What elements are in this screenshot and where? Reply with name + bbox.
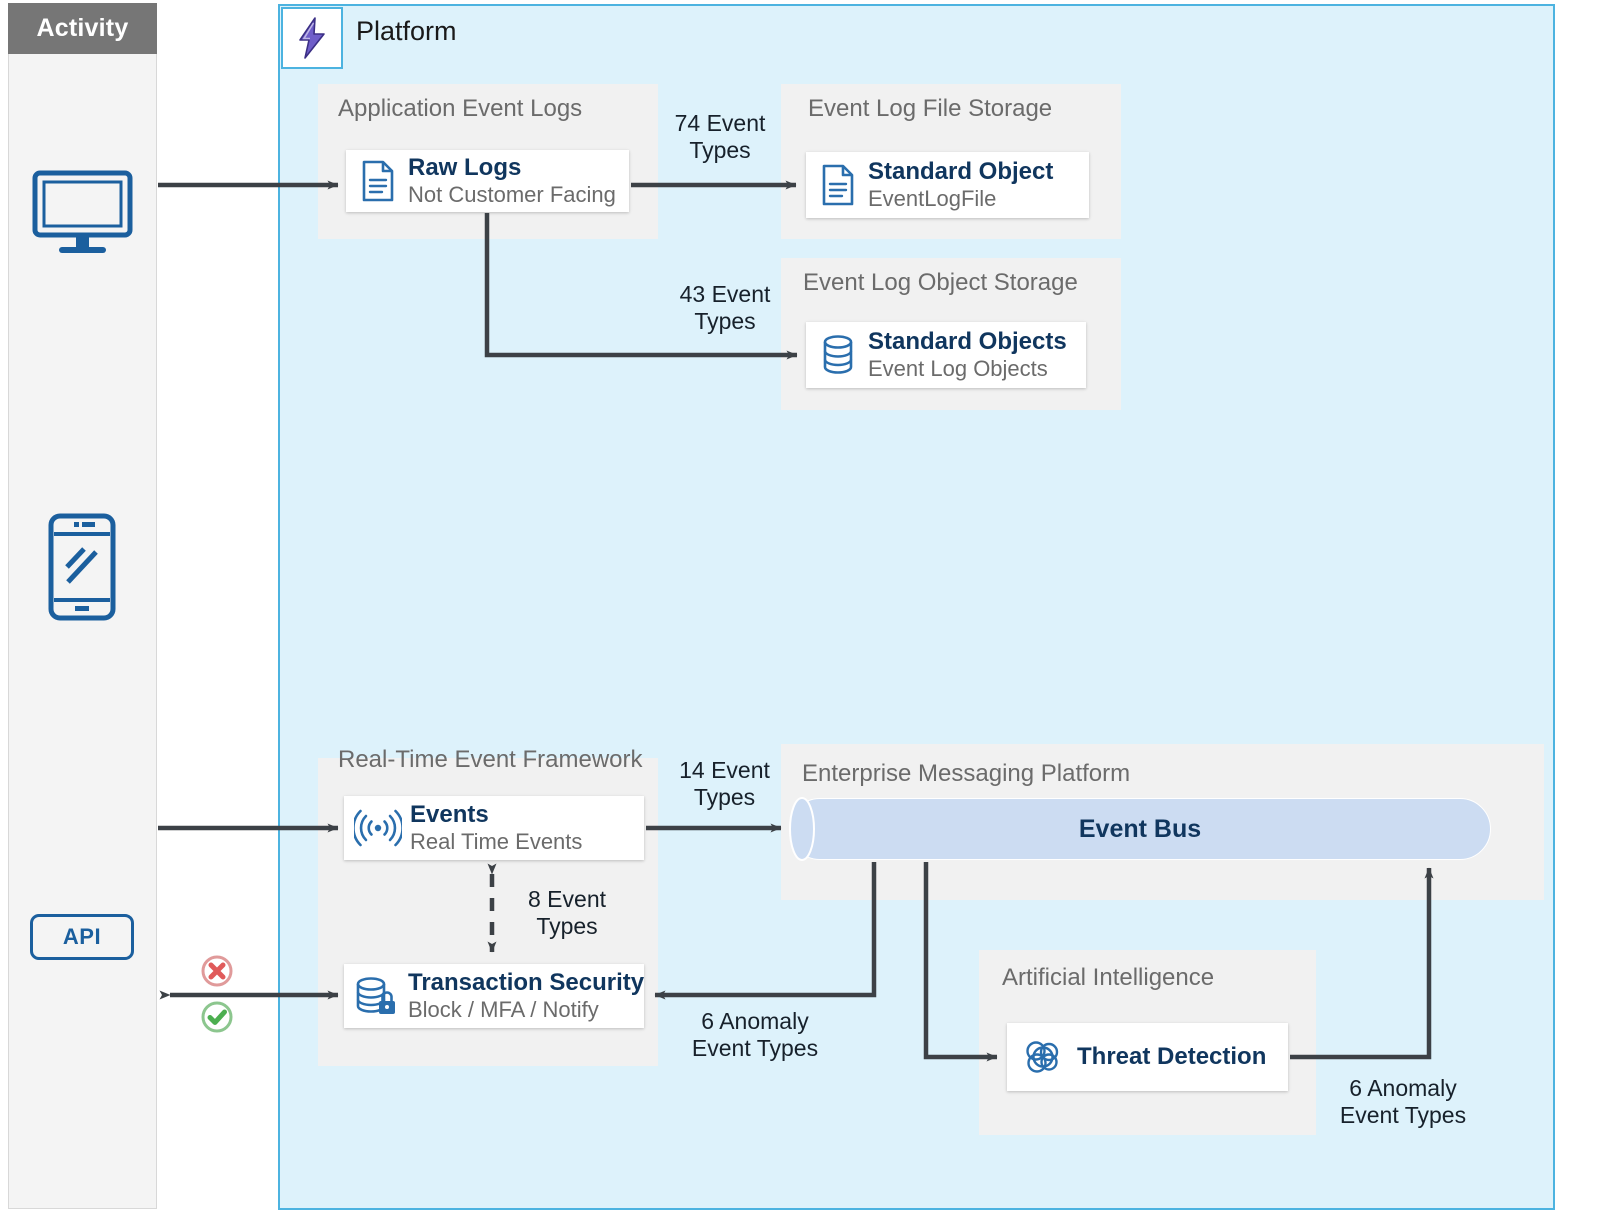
node-raw-logs-subtitle: Not Customer Facing [408,181,616,207]
platform-title: Platform [356,16,457,46]
desktop-monitor-icon [30,168,135,258]
node-event-bus-label: Event Bus [1078,814,1202,843]
database-cylinder-icon [820,334,856,376]
document-lines-icon [360,160,396,202]
sidebar-header: Activity [8,3,157,54]
node-threat-detection-title: Threat Detection [1077,1042,1267,1070]
edge-label-6-anomaly-event-types-ai: 6 Anomaly Event Types [1339,1075,1467,1129]
node-events[interactable]: Events Real Time Events [344,796,644,860]
api-chip[interactable]: API [30,914,134,960]
group-label-event-log-object-storage: Event Log Object Storage [803,269,1078,296]
node-standard-objects-subtitle: Event Log Objects [868,355,1048,381]
database-lock-icon [354,975,400,1017]
node-standard-object-subtitle: EventLogFile [868,185,997,211]
group-label-enterprise-messaging-platform: Enterprise Messaging Platform [802,760,1131,787]
node-events-subtitle: Real Time Events [410,828,583,854]
mobile-phone-icon [46,512,118,622]
broadcast-signal-icon [354,808,402,848]
blocked-x-icon [200,954,234,988]
edge-label-74-event-types: 74 Event Types [674,110,766,164]
api-chip-label: API [62,924,102,949]
cylinder-bus-icon [789,797,815,861]
neural-network-icon [1021,1037,1065,1077]
group-label-application-event-logs: Application Event Logs [338,95,583,122]
node-transaction-security-subtitle: Block / MFA / Notify [408,996,599,1022]
allowed-check-icon [200,1000,234,1034]
edge-label-8-event-types: 8 Event Types [528,886,606,940]
sidebar-header-label: Activity [36,14,129,42]
node-raw-logs[interactable]: Raw Logs Not Customer Facing [346,150,629,212]
node-raw-logs-title: Raw Logs [408,153,522,181]
salesforce-lightning-bolt-icon [281,7,343,69]
edge-label-6-anomaly-event-types-bus: 6 Anomaly Event Types [691,1008,819,1062]
node-standard-objects[interactable]: Standard Objects Event Log Objects [806,322,1086,388]
edge-label-43-event-types: 43 Event Types [679,281,771,335]
group-label-artificial-intelligence: Artificial Intelligence [1002,964,1215,991]
node-transaction-security[interactable]: Transaction Security Block / MFA / Notif… [344,964,644,1028]
node-transaction-security-title: Transaction Security [408,968,645,996]
node-events-title: Events [410,800,489,828]
node-standard-object-title: Standard Object [868,157,1054,185]
group-label-real-time-event-framework: Real-Time Event Framework [338,746,643,773]
node-threat-detection[interactable]: Threat Detection [1007,1023,1288,1091]
edge-label-14-event-types: 14 Event Types [679,757,770,811]
group-label-event-log-file-storage: Event Log File Storage [808,95,1053,122]
document-lines-icon [820,164,856,206]
node-standard-object[interactable]: Standard Object EventLogFile [806,152,1089,218]
node-event-bus[interactable]: Event Bus [789,798,1491,860]
node-standard-objects-title: Standard Objects [868,327,1067,355]
